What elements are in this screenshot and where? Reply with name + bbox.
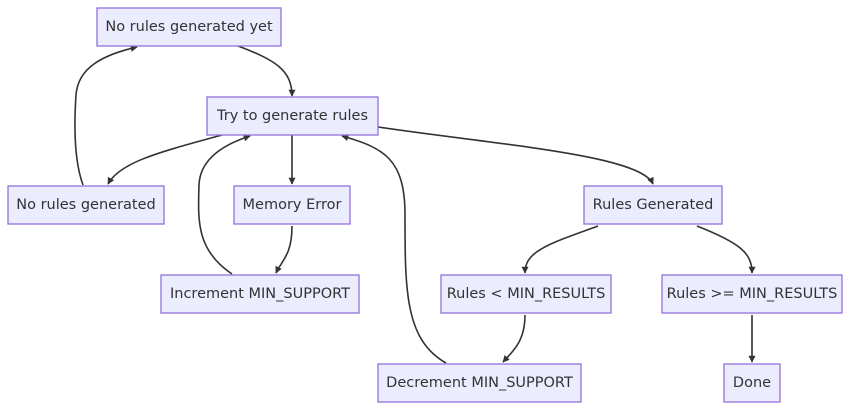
node-label: Increment MIN_SUPPORT xyxy=(170,286,350,302)
node-rules-lt-min-results[interactable]: Rules < MIN_RESULTS xyxy=(440,274,612,314)
node-memory-error[interactable]: Memory Error xyxy=(233,185,351,225)
node-label: Done xyxy=(733,375,771,391)
edges xyxy=(74,44,756,364)
node-rules-gte-min-results[interactable]: Rules >= MIN_RESULTS xyxy=(661,274,843,314)
node-label: Memory Error xyxy=(243,197,342,213)
node-no-rules-generated[interactable]: No rules generated xyxy=(7,185,165,225)
edge-try-to-no-rules xyxy=(107,134,223,185)
edge-decrement-to-try xyxy=(341,134,447,364)
edge-memory-error-to-increment xyxy=(275,225,293,274)
node-increment-min-support[interactable]: Increment MIN_SUPPORT xyxy=(160,274,360,314)
node-label: Rules >= MIN_RESULTS xyxy=(667,286,838,302)
node-label: Decrement MIN_SUPPORT xyxy=(386,375,573,391)
edge-no-rules-to-no-rules-yet xyxy=(74,44,138,186)
edge-rules-generated-to-rules-lt xyxy=(521,225,599,274)
node-try-to-generate-rules[interactable]: Try to generate rules xyxy=(206,96,379,136)
node-no-rules-generated-yet[interactable]: No rules generated yet xyxy=(96,7,282,47)
node-done[interactable]: Done xyxy=(723,363,781,403)
edge-rules-lt-to-decrement xyxy=(502,314,526,363)
node-label: Try to generate rules xyxy=(216,108,368,124)
node-label: No rules generated yet xyxy=(105,19,273,35)
node-label: No rules generated xyxy=(16,197,156,213)
node-label: Rules Generated xyxy=(593,197,714,213)
node-rules-generated[interactable]: Rules Generated xyxy=(583,185,723,225)
edge-increment-to-try xyxy=(197,134,251,275)
node-decrement-min-support[interactable]: Decrement MIN_SUPPORT xyxy=(377,363,582,403)
edge-rules-generated-to-rules-gte xyxy=(696,225,756,274)
node-label: Rules < MIN_RESULTS xyxy=(447,286,606,302)
edge-try-to-rules-generated xyxy=(377,126,654,185)
edge-no-rules-yet-to-try xyxy=(237,45,296,97)
